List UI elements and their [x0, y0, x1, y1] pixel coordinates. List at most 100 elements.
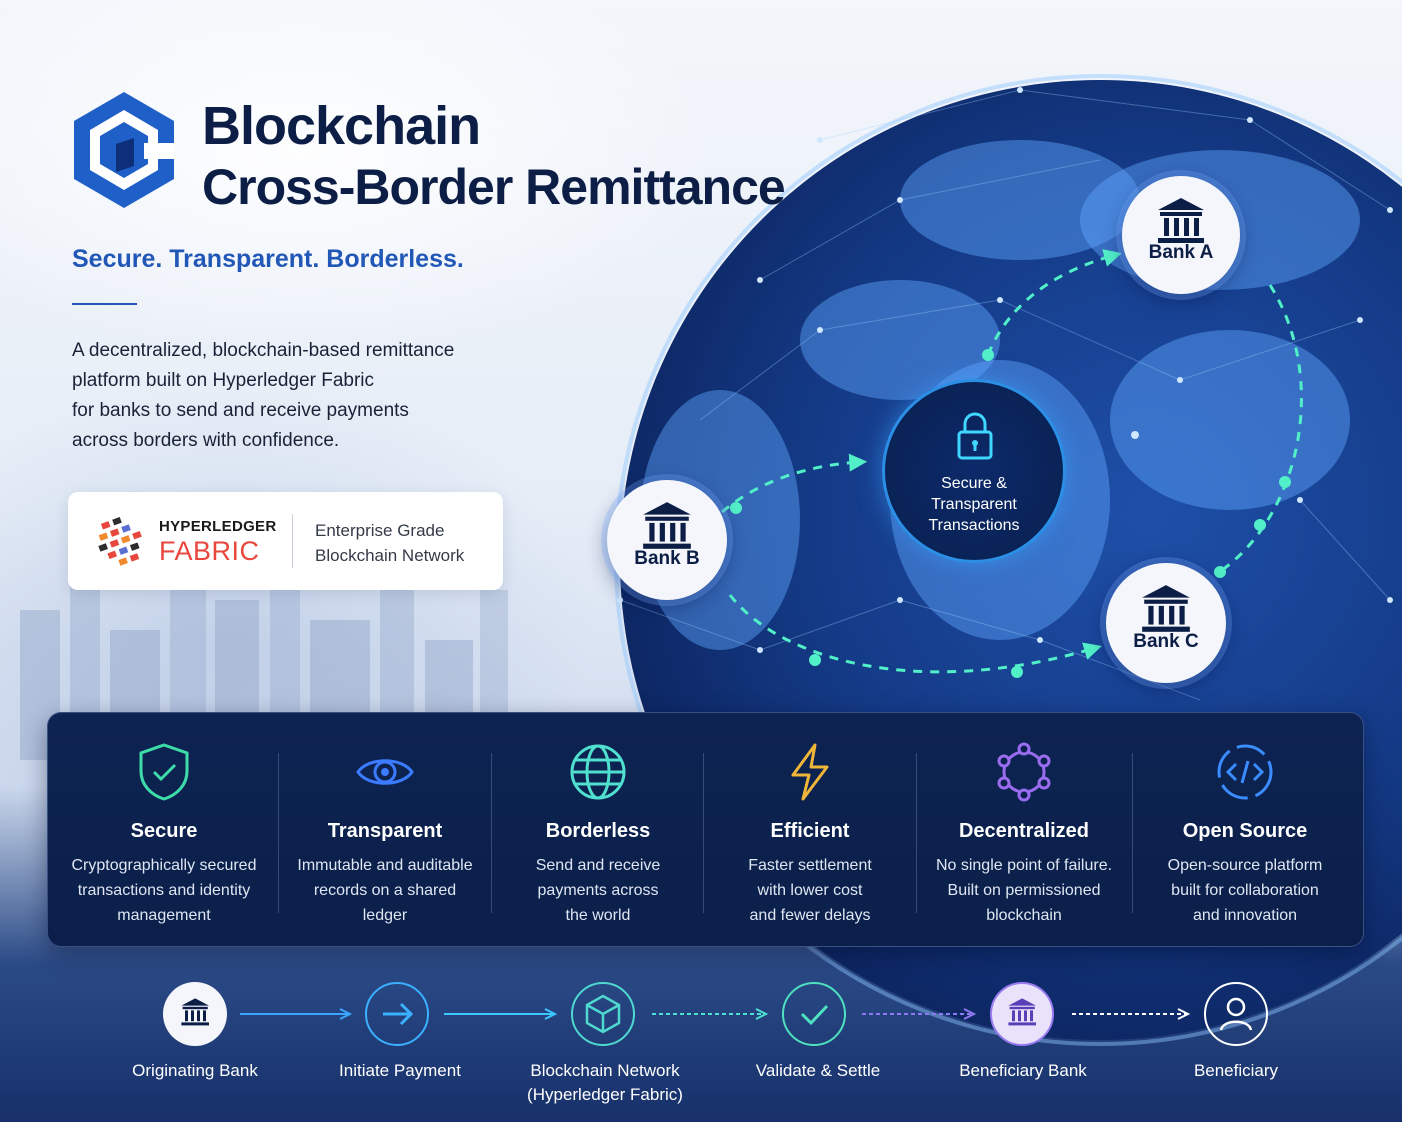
feature-title: Borderless	[545, 820, 651, 842]
feature-desc-line: ledger	[362, 907, 408, 924]
globe-icon	[570, 744, 626, 800]
flow-label-line: Blockchain Network	[530, 1061, 680, 1080]
feature-desc-line: Faster settlement	[748, 857, 872, 874]
lightning-icon	[791, 743, 829, 801]
feature-desc-line: Cryptographically secured	[71, 857, 257, 874]
feature-desc-line: Send and receive	[535, 857, 661, 874]
feature-desc-line: No single point of failure.	[935, 857, 1113, 874]
flow-label-line: Originating Bank	[132, 1061, 258, 1080]
feature-desc-line: and fewer delays	[749, 907, 871, 924]
eye-icon	[356, 759, 414, 785]
lock-icon	[957, 412, 993, 460]
flow-label: Beneficiary	[1136, 1059, 1336, 1083]
secure-transactions-hub: Secure & Transparent Transactions	[882, 379, 1066, 563]
divider	[72, 303, 137, 305]
flow-label: Beneficiary Bank	[923, 1059, 1123, 1083]
hub-label-line: Secure &	[941, 475, 1007, 492]
flow-label: Validate & Settle	[718, 1059, 918, 1083]
bank-icon	[1142, 585, 1190, 632]
flow-step-beneficiary	[1204, 982, 1268, 1046]
feature-desc-line: built for collaboration	[1171, 882, 1319, 899]
bank-icon	[643, 502, 691, 549]
flow-label-line: Beneficiary	[1193, 1061, 1279, 1080]
cube-icon	[585, 994, 621, 1034]
flow-step-beneficiary-bank	[990, 982, 1054, 1046]
feature-desc-line: records on a shared	[313, 882, 457, 899]
flow-step-validate-settle	[782, 982, 846, 1046]
flow-label-line: Validate & Settle	[755, 1061, 881, 1080]
feature-title: Open Source	[1182, 820, 1308, 842]
feature-separator	[1132, 753, 1133, 913]
feature-transparent: Transparent Immutable and auditable reco…	[280, 713, 490, 948]
code-icon	[1217, 744, 1273, 800]
feature-desc-line: transactions and identity	[77, 882, 251, 899]
flow-label-line: Initiate Payment	[339, 1061, 461, 1080]
bank-a-node: Bank A	[1122, 176, 1240, 294]
feature-decentralized: Decentralized No single point of failure…	[916, 713, 1132, 948]
description-line: across borders with confidence.	[72, 430, 340, 451]
feature-open-source: Open Source Open-source platform built f…	[1134, 713, 1356, 948]
flow-label: Initiate Payment	[300, 1059, 500, 1083]
feature-desc-line: and innovation	[1192, 907, 1298, 924]
bank-icon	[181, 998, 209, 1026]
check-icon	[800, 1004, 829, 1026]
description: A decentralized, blockchain-based remitt…	[72, 336, 502, 456]
feature-title: Secure	[130, 820, 198, 842]
page-title: Blockchain Cross-Border Remittance	[202, 96, 786, 218]
feature-desc-line: Immutable and auditable	[297, 857, 473, 874]
flow-step-originating-bank	[163, 982, 227, 1046]
flow-label-line: (Hyperledger Fabric)	[527, 1085, 683, 1104]
feature-desc-line: payments across	[537, 882, 659, 899]
feature-title: Transparent	[327, 820, 443, 842]
feature-desc-line: the world	[565, 907, 631, 924]
arrow-right-icon	[383, 1002, 414, 1026]
hub-label-line: Transparent	[931, 496, 1017, 513]
hyperledger-name: HYPERLEDGER	[159, 518, 277, 535]
feature-separator	[278, 753, 279, 913]
feature-desc-line: management	[117, 907, 211, 924]
title-line-1: Blockchain	[202, 96, 481, 156]
subtitle-line: Blockchain Network	[315, 546, 465, 565]
description-line: A decentralized, blockchain-based remitt…	[72, 340, 455, 361]
bank-a-label: Bank A	[1148, 242, 1214, 263]
features-panel: Secure Cryptographically secured transac…	[47, 712, 1364, 947]
flow-label-line: Beneficiary Bank	[959, 1061, 1087, 1080]
bank-b-label: Bank B	[634, 548, 700, 569]
description-line: platform built on Hyperledger Fabric	[72, 370, 375, 391]
feature-separator	[491, 753, 492, 913]
feature-desc-line: Built on permissioned	[947, 882, 1101, 899]
title-line-2: Cross-Border Remittance	[202, 159, 786, 215]
feature-title: Efficient	[770, 820, 850, 842]
card-divider	[292, 514, 293, 568]
bank-icon	[1158, 198, 1204, 243]
flow-step-initiate-payment	[365, 982, 429, 1046]
feature-desc-line: blockchain	[986, 907, 1062, 924]
user-icon	[1219, 997, 1253, 1031]
feature-borderless: Borderless Send and receive payments acr…	[493, 713, 703, 948]
bank-c-label: Bank C	[1133, 631, 1199, 652]
bank-icon	[1008, 998, 1036, 1026]
hub-label-line: Transactions	[928, 517, 1020, 534]
hyperledger-card: HYPERLEDGER FABRIC Enterprise Grade Bloc…	[68, 492, 503, 590]
flow-label: Blockchain Network (Hyperledger Fabric)	[505, 1059, 705, 1107]
flow-label: Originating Bank	[95, 1059, 295, 1083]
hyperledger-fabric-logo	[98, 516, 142, 566]
feature-secure: Secure Cryptographically secured transac…	[52, 713, 276, 948]
network-nodes-icon	[997, 742, 1051, 802]
tagline: Secure. Transparent. Borderless.	[72, 245, 464, 273]
shield-check-icon	[139, 743, 189, 801]
hyperledger-subtitle: Enterprise Grade Blockchain Network	[315, 518, 464, 568]
fabric-name: FABRIC	[159, 536, 260, 566]
feature-desc-line: Open-source platform	[1167, 857, 1323, 874]
flow-step-blockchain-network	[571, 982, 635, 1046]
feature-title: Decentralized	[958, 820, 1090, 842]
description-line: for banks to send and receive payments	[72, 400, 409, 421]
feature-efficient: Efficient Faster settlement with lower c…	[705, 713, 915, 948]
feature-separator	[916, 753, 917, 913]
bank-b-node: Bank B	[607, 480, 727, 600]
brand-logo	[74, 92, 174, 208]
feature-desc-line: with lower cost	[757, 882, 863, 899]
bank-c-node: Bank C	[1106, 563, 1226, 683]
feature-separator	[703, 753, 704, 913]
